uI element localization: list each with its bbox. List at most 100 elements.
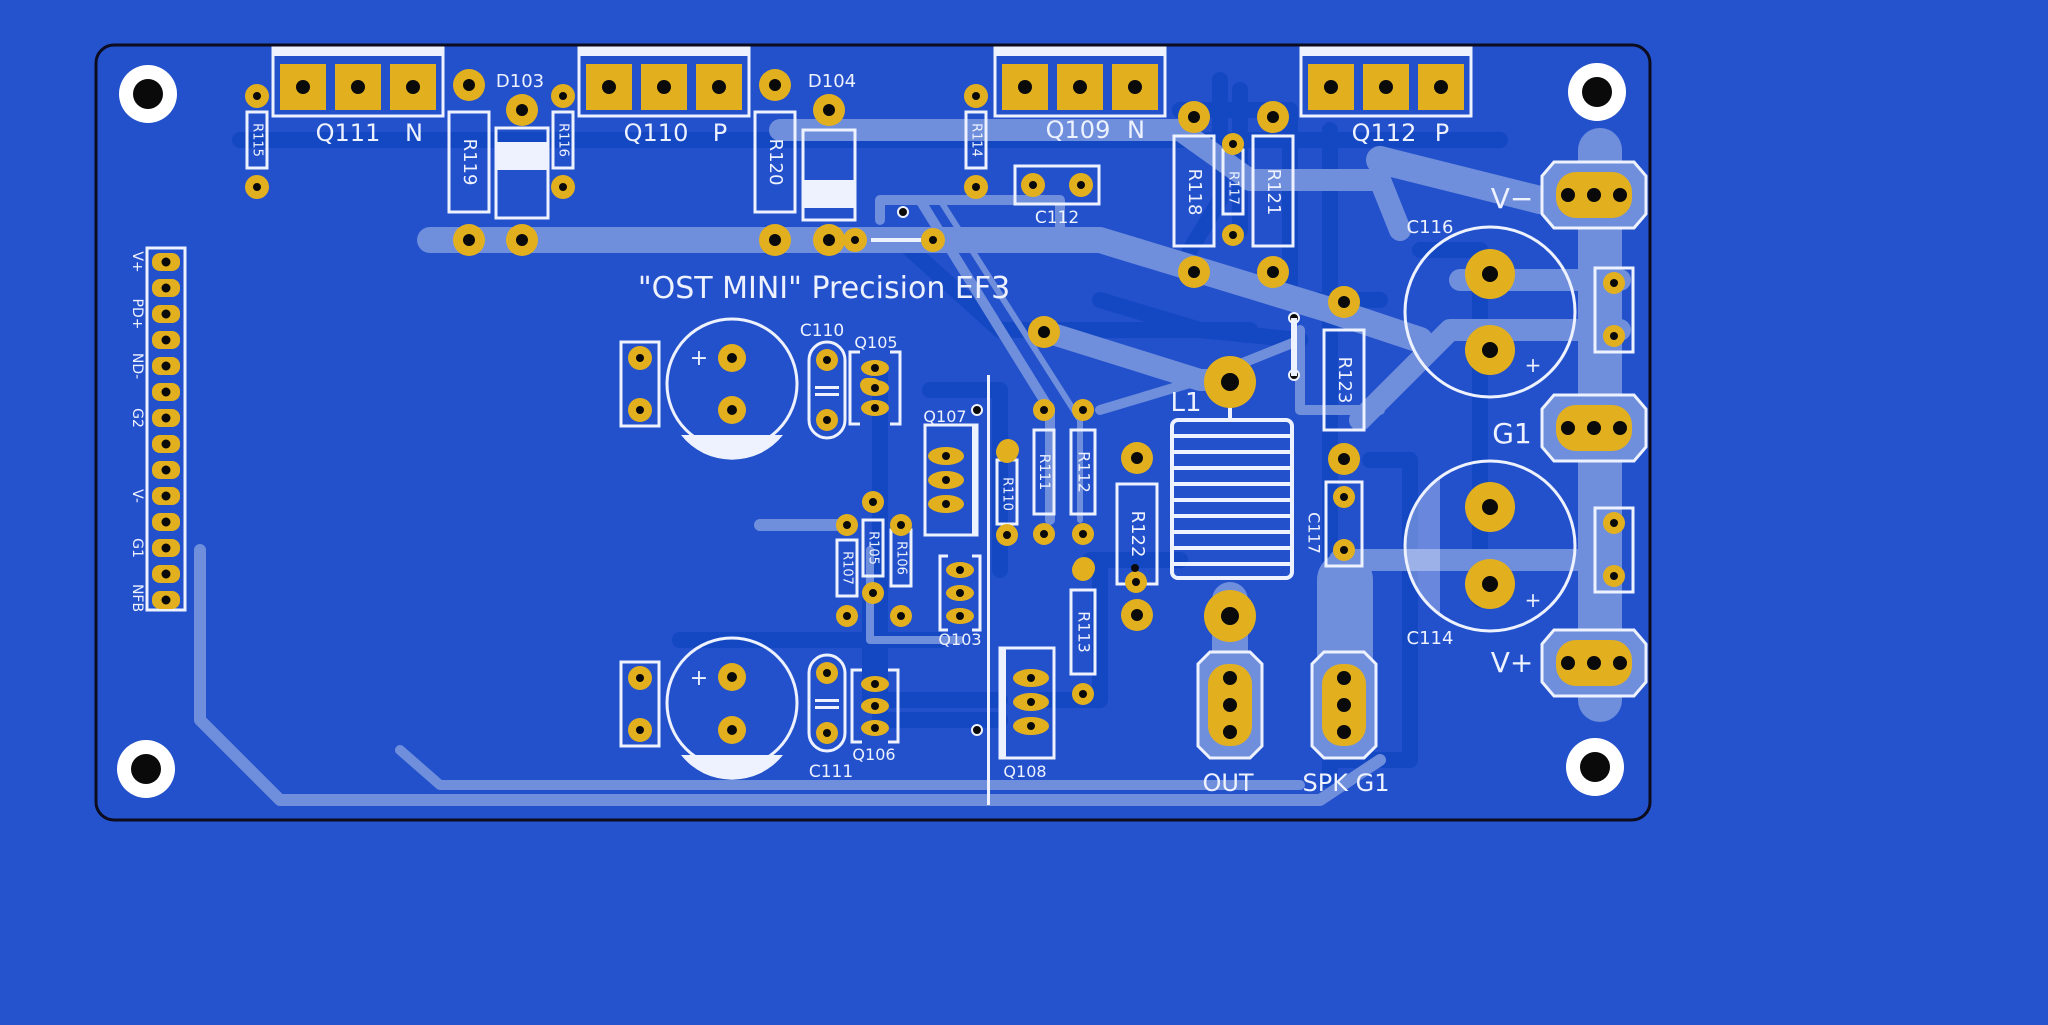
resistor-bodies bbox=[245, 110, 1366, 676]
header-pin-drill bbox=[161, 595, 171, 605]
label-q107: Q107 bbox=[923, 407, 966, 426]
header-label-pdplus: PD+ bbox=[129, 299, 145, 330]
inductor-l1-coil bbox=[1170, 400, 1294, 580]
power-transistor-q112 bbox=[1299, 46, 1473, 118]
header-label-g1: G1 bbox=[129, 538, 145, 558]
mounting-holes bbox=[117, 63, 1626, 798]
small-transistor-q106-body bbox=[850, 668, 900, 744]
board-title: "OST MINI" Precision EF3 bbox=[638, 271, 1010, 306]
label-c111: C111 bbox=[809, 762, 853, 782]
output-terminal-out bbox=[1196, 650, 1264, 760]
header-pin-drill bbox=[161, 309, 171, 319]
label-q110-type: P bbox=[713, 119, 727, 147]
electrolytic-capacitor-upper bbox=[619, 317, 799, 460]
capacitor-c112-body bbox=[1013, 164, 1101, 206]
power-terminal-g1 bbox=[1540, 393, 1648, 463]
label-c110: C110 bbox=[800, 321, 844, 341]
label-q111-type: N bbox=[405, 119, 423, 147]
label-out: OUT bbox=[1202, 769, 1253, 797]
small-transistor-q103-body bbox=[938, 554, 982, 632]
input-header-strip bbox=[145, 246, 187, 612]
label-c117: C117 bbox=[1305, 512, 1324, 554]
header-label-vplus: V+ bbox=[129, 251, 145, 272]
header-label-g2: G2 bbox=[129, 408, 145, 428]
diode-d104-body bbox=[801, 94, 857, 256]
label-l1: L1 bbox=[1170, 388, 1201, 418]
header-pin-drill bbox=[161, 413, 171, 423]
header-pin-drill bbox=[161, 569, 171, 579]
label-r110: R110 bbox=[1000, 477, 1015, 511]
label-r117: R117 bbox=[1226, 171, 1241, 205]
label-q105: Q105 bbox=[854, 333, 897, 352]
electrolytic-capacitor-c114 bbox=[1403, 459, 1577, 633]
inductor-l1-pads bbox=[1204, 356, 1256, 642]
label-r122: R122 bbox=[1127, 511, 1148, 558]
header-pin-drill bbox=[161, 465, 171, 475]
electrolytic-capacitor-c116 bbox=[1403, 225, 1577, 399]
capacitor-c117-body bbox=[1324, 480, 1364, 568]
header-labels: V+ PD+ ND- G2 V- G1 NFB bbox=[129, 251, 145, 612]
header-pin-drill bbox=[161, 257, 171, 267]
label-r106: R106 bbox=[894, 541, 909, 575]
capacitor-c110-body bbox=[807, 340, 847, 440]
small-transistor-q105-body bbox=[848, 350, 902, 426]
header-label-vminus: V- bbox=[129, 489, 145, 503]
label-r111: R111 bbox=[1036, 454, 1052, 490]
label-q108: Q108 bbox=[1003, 762, 1046, 781]
label-r114: R114 bbox=[969, 123, 984, 157]
misc-pads bbox=[843, 206, 1300, 805]
label-q112-type: P bbox=[1435, 119, 1449, 147]
label-r119: R119 bbox=[459, 139, 480, 186]
power-transistor-q109 bbox=[993, 46, 1167, 118]
label-r105: R105 bbox=[866, 531, 881, 565]
output-terminal-spk-g1 bbox=[1310, 650, 1378, 760]
label-q103: Q103 bbox=[938, 630, 981, 649]
label-q112: Q112 bbox=[1352, 119, 1417, 147]
label-r121: R121 bbox=[1263, 169, 1284, 216]
small-transistor-q108-body bbox=[998, 646, 1056, 760]
header-pin-drill bbox=[161, 361, 171, 371]
label-r112: R112 bbox=[1075, 451, 1094, 493]
header-pin-drill bbox=[161, 439, 171, 449]
polarity-mark-c114: + bbox=[1525, 588, 1542, 612]
small-transistor-q107-body bbox=[923, 423, 979, 537]
label-r120: R120 bbox=[765, 139, 786, 186]
label-power-vplus: V+ bbox=[1491, 646, 1534, 679]
header-pin-drill bbox=[161, 491, 171, 501]
label-r115: R115 bbox=[250, 123, 265, 157]
header-pin-drill bbox=[161, 335, 171, 345]
power-transistor-q111 bbox=[271, 46, 445, 118]
capacitor-c111-body bbox=[807, 653, 847, 753]
label-r107: R107 bbox=[840, 551, 855, 585]
electrolytic-capacitor-lower bbox=[619, 636, 799, 780]
label-c116: C116 bbox=[1407, 217, 1454, 238]
header-pin-drill bbox=[161, 517, 171, 527]
polarity-mark-upper-cap: + bbox=[690, 346, 708, 371]
label-q109-type: N bbox=[1127, 116, 1145, 144]
right-two-pin-blocks bbox=[1593, 266, 1635, 594]
label-power-g1: G1 bbox=[1492, 417, 1532, 450]
label-r118: R118 bbox=[1184, 169, 1205, 216]
power-terminal-vplus bbox=[1540, 628, 1648, 698]
header-pin-drill bbox=[161, 543, 171, 553]
header-pin-drill bbox=[161, 283, 171, 293]
label-r116: R116 bbox=[556, 123, 571, 157]
polarity-mark-lower-cap: + bbox=[690, 666, 708, 691]
label-d103: D103 bbox=[496, 71, 544, 92]
label-q106: Q106 bbox=[852, 745, 895, 764]
resistor-pads bbox=[245, 69, 1360, 705]
label-r123: R123 bbox=[1334, 357, 1355, 404]
power-transistor-q110 bbox=[577, 46, 751, 118]
diode-d103-body bbox=[494, 94, 550, 256]
header-pin-drill bbox=[161, 387, 171, 397]
label-spk-g1: SPK G1 bbox=[1303, 769, 1390, 797]
label-q111: Q111 bbox=[316, 119, 381, 147]
label-r113: R113 bbox=[1075, 611, 1094, 653]
power-terminal-vminus bbox=[1540, 160, 1648, 230]
label-c114: C114 bbox=[1407, 628, 1454, 649]
polarity-mark-c116: + bbox=[1525, 353, 1542, 377]
header-label-nfb: NFB bbox=[129, 584, 145, 612]
label-c112: C112 bbox=[1035, 208, 1079, 228]
label-d104: D104 bbox=[808, 71, 856, 92]
